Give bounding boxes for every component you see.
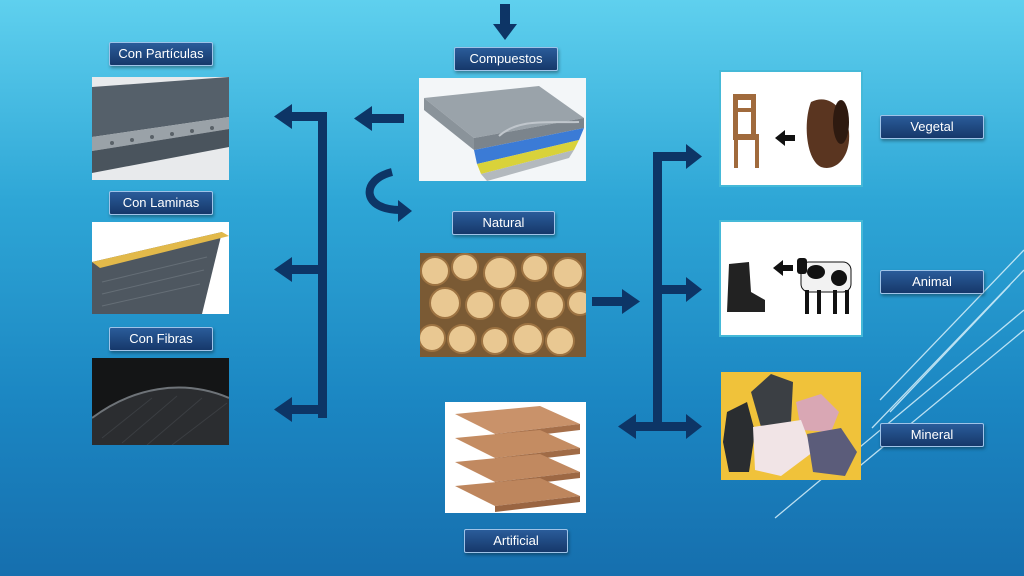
cow-icon — [797, 258, 852, 314]
label-con-particulas: Con Partículas — [109, 42, 213, 66]
chair-icon — [733, 94, 759, 168]
label-con-fibras: Con Fibras — [109, 327, 213, 351]
right-bracket-arrows — [618, 144, 702, 439]
wood-log-icon — [806, 99, 850, 168]
label-artificial: Artificial — [464, 529, 568, 553]
natural-right-arrow — [592, 289, 640, 314]
left-arrow-icon — [775, 130, 795, 146]
top-down-arrow — [493, 4, 517, 40]
laminated-sheet-image — [92, 222, 229, 314]
carbon-fiber-image — [92, 358, 229, 445]
label-natural: Natural — [452, 211, 555, 235]
boot-icon — [727, 262, 765, 312]
cardboard-sheets-image — [445, 402, 586, 513]
stacked-logs-image — [420, 253, 586, 357]
label-con-laminas: Con Laminas — [109, 191, 213, 215]
label-compuestos: Compuestos — [454, 47, 558, 71]
boot-and-cow-image — [721, 222, 861, 335]
left-arrow-icon — [773, 260, 793, 276]
left-bracket-arrows — [274, 104, 327, 422]
label-animal: Animal — [880, 270, 984, 294]
label-vegetal: Vegetal — [880, 115, 984, 139]
curved-arrow — [365, 168, 401, 214]
label-mineral: Mineral — [880, 423, 984, 447]
layered-composite-sheet-image — [419, 78, 586, 181]
chair-and-wood-image — [721, 72, 861, 185]
mineral-rocks-image — [721, 372, 861, 480]
compuestos-left-arrow — [354, 106, 404, 131]
particle-board-image — [92, 77, 229, 180]
